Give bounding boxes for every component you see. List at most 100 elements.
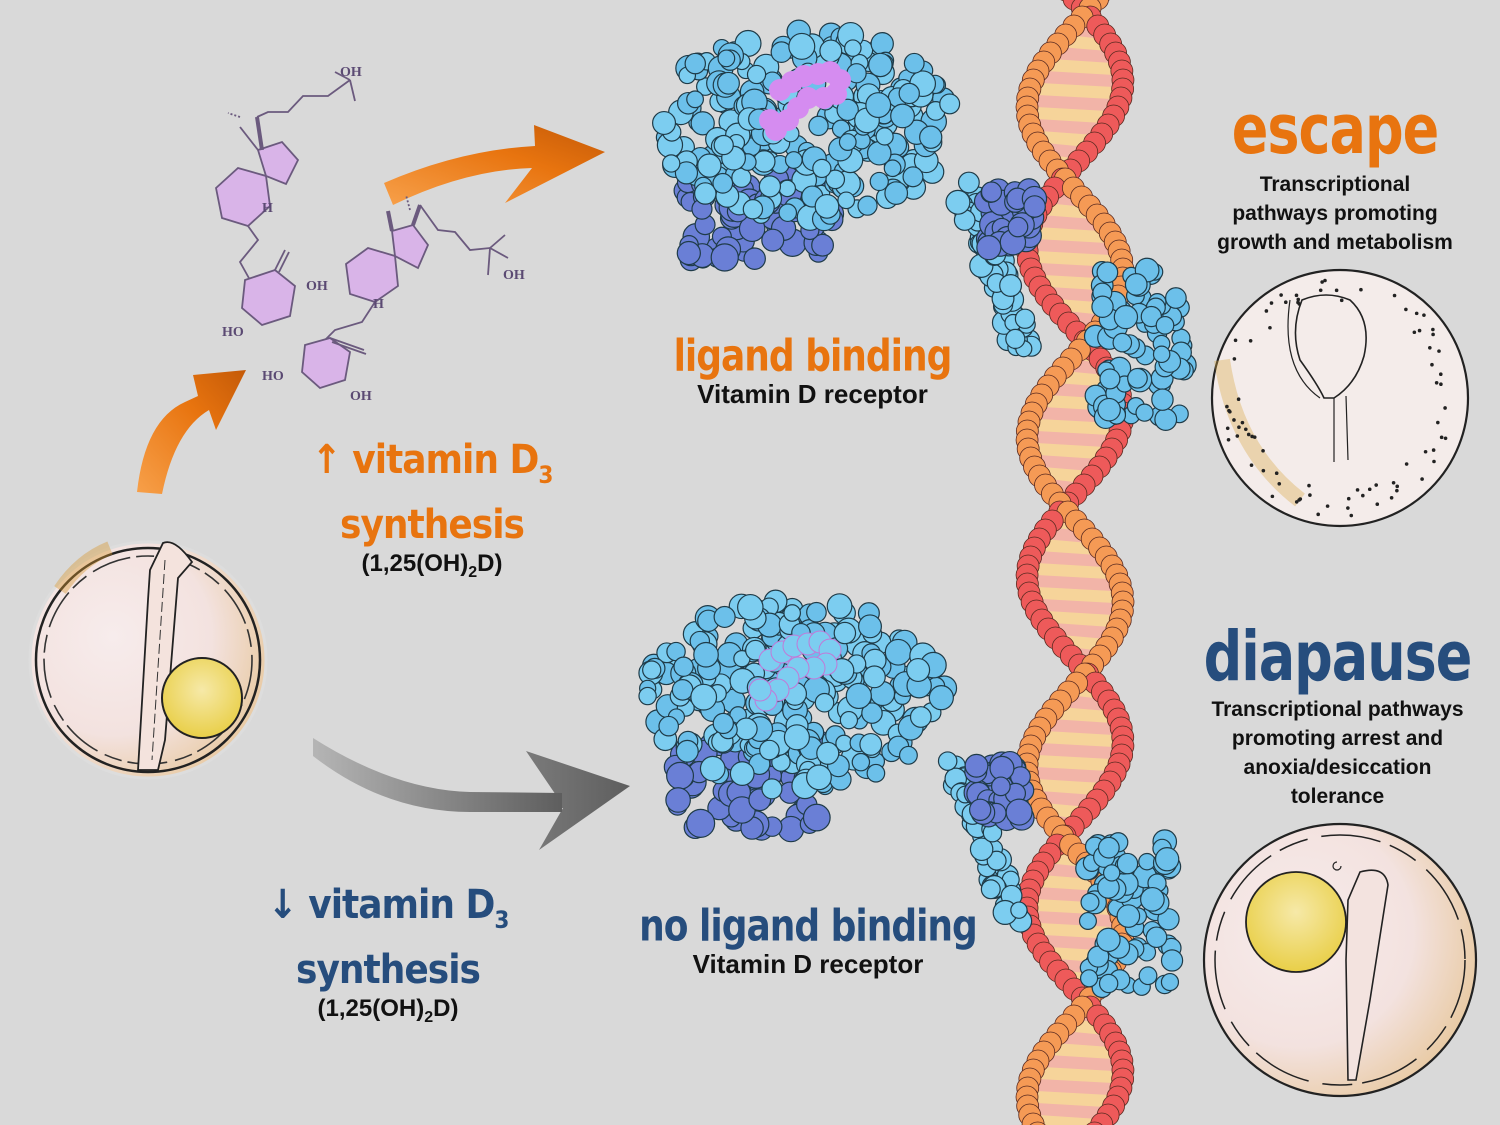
dna-base-pair bbox=[1034, 610, 1126, 623]
egg-dot bbox=[1236, 397, 1241, 401]
protein-atom bbox=[1080, 892, 1100, 912]
protein-atom bbox=[939, 93, 961, 115]
egg-dot bbox=[1431, 327, 1435, 332]
protein-atom bbox=[1135, 403, 1154, 422]
protein-atom bbox=[784, 151, 803, 169]
protein-atom bbox=[980, 181, 1003, 203]
protein-atom bbox=[686, 90, 704, 109]
egg-dot bbox=[1294, 293, 1299, 298]
protein-atom bbox=[814, 692, 835, 713]
protein-atom bbox=[866, 763, 886, 783]
egg-dot bbox=[1294, 500, 1299, 504]
calcitriol-molecule-2 bbox=[301, 194, 509, 390]
protein-atom bbox=[1078, 911, 1097, 931]
egg-dot bbox=[1297, 302, 1302, 306]
egg-dot bbox=[1296, 297, 1301, 302]
dna-base-pair bbox=[1027, 1072, 1127, 1085]
egg-dot bbox=[1389, 495, 1394, 500]
protein-atom bbox=[862, 665, 886, 689]
dna-base-pair bbox=[1023, 1096, 1121, 1109]
protein-atom bbox=[902, 166, 924, 188]
top-synthesis-heading: ↑ vitamin D3 bbox=[311, 437, 554, 489]
ligand-atom bbox=[748, 678, 772, 702]
egg-dot bbox=[1404, 307, 1408, 312]
protein-atom bbox=[746, 64, 767, 85]
embryo-egg-diapause bbox=[1202, 822, 1478, 1098]
ligand-atom bbox=[813, 87, 835, 109]
atom-label: HO bbox=[262, 369, 284, 384]
protein-atom bbox=[845, 682, 872, 710]
protein-atom bbox=[857, 195, 878, 216]
protein-atom bbox=[712, 172, 734, 194]
protein-atom bbox=[783, 724, 810, 751]
dna-base-pair bbox=[1031, 604, 1127, 617]
dna-base-pair bbox=[1032, 730, 1126, 743]
protein-atom bbox=[890, 103, 915, 129]
protein-atom bbox=[1112, 332, 1133, 353]
egg-dot bbox=[1283, 300, 1288, 304]
protein-atom bbox=[865, 92, 892, 119]
dna-base-pair bbox=[1026, 592, 1127, 605]
dna-backbone-atom bbox=[1086, 1121, 1103, 1125]
egg-dot bbox=[1297, 498, 1301, 502]
protein-atom bbox=[859, 732, 883, 756]
protein-atom bbox=[969, 798, 992, 821]
egg-dot bbox=[1438, 372, 1443, 377]
protein-atom bbox=[811, 233, 834, 257]
protein-atom bbox=[869, 171, 889, 192]
bottom-formula: (1,25(OH)2D) bbox=[317, 995, 459, 1026]
protein-atom bbox=[638, 686, 657, 706]
protein-atom bbox=[1138, 966, 1158, 986]
egg-dot bbox=[1439, 435, 1444, 440]
protein-atom bbox=[1154, 408, 1178, 431]
protein-atom bbox=[1160, 972, 1180, 992]
protein-atom bbox=[844, 39, 862, 57]
protein-atom bbox=[662, 154, 681, 173]
protein-atom bbox=[919, 125, 943, 149]
protein-atom bbox=[694, 182, 717, 205]
protein-atom bbox=[819, 39, 843, 63]
egg-dot bbox=[1232, 357, 1237, 361]
egg-dot bbox=[1412, 330, 1417, 335]
dna-base-pair bbox=[1023, 580, 1124, 593]
protein-atom bbox=[690, 683, 718, 711]
protein-atom bbox=[816, 741, 840, 765]
dna-base-pair bbox=[1024, 562, 1116, 575]
diapause-description: Transcriptional pathways promoting arres… bbox=[1211, 698, 1464, 808]
atom-label: H bbox=[262, 201, 273, 216]
egg-dot bbox=[1232, 418, 1236, 422]
protein-atom bbox=[884, 638, 912, 666]
egg-dot bbox=[1439, 382, 1443, 387]
protein-atom bbox=[665, 787, 691, 813]
protein-atom bbox=[898, 82, 920, 105]
protein-atom bbox=[861, 702, 883, 724]
protein-atom bbox=[729, 761, 755, 787]
egg-dot bbox=[1395, 484, 1400, 489]
egg-dot bbox=[1226, 437, 1231, 442]
egg-dot bbox=[1248, 339, 1253, 343]
egg-dot bbox=[1277, 481, 1282, 486]
ligand-binding-title: ligand binding bbox=[673, 330, 953, 382]
protein-atom bbox=[1138, 852, 1156, 871]
egg-dot bbox=[1240, 420, 1245, 425]
egg-dot bbox=[1355, 488, 1360, 492]
protein-atom bbox=[990, 776, 1011, 797]
egg-dot bbox=[1269, 301, 1274, 305]
protein-atom bbox=[1005, 328, 1026, 350]
protein-atom bbox=[1023, 195, 1046, 218]
escape-description: Transcriptional pathways promoting growt… bbox=[1217, 173, 1453, 254]
protein-atom bbox=[690, 111, 715, 136]
protein-atom bbox=[642, 660, 662, 680]
protein-atom bbox=[1097, 397, 1121, 422]
protein-atom bbox=[976, 235, 1002, 261]
egg-dot bbox=[1307, 483, 1311, 488]
protein-atom bbox=[713, 134, 734, 156]
protein-atom bbox=[671, 679, 694, 701]
dna-base-pair bbox=[1029, 736, 1127, 749]
protein-atom bbox=[676, 240, 701, 266]
protein-atom bbox=[980, 879, 1001, 900]
egg-dot bbox=[1437, 349, 1441, 353]
dna-base-pair bbox=[1023, 430, 1123, 443]
dna-base-pair bbox=[1023, 106, 1121, 119]
egg-dot bbox=[1268, 325, 1272, 330]
